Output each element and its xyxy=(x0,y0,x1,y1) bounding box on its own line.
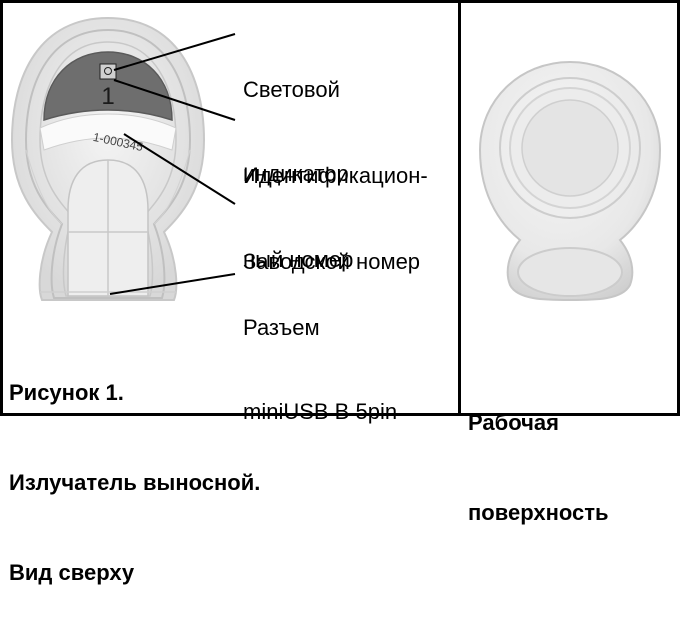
frame-border-left xyxy=(0,0,3,416)
callout-id-number-line2: ный номер xyxy=(243,247,354,272)
callout-light-indicator: Световой индикатор xyxy=(243,20,349,216)
working-surface-illustration xyxy=(478,60,662,301)
caption-left-line1: Рисунок 1. xyxy=(9,380,124,405)
frame-border-right xyxy=(677,0,680,416)
serial-label-band xyxy=(39,113,177,151)
callout-serial-number: Заводской номер xyxy=(243,192,420,304)
figure-frame xyxy=(0,0,680,416)
callout-connector: Разъем miniUSB B 5pin xyxy=(243,258,397,454)
caption-left-line3: Вид сверху xyxy=(9,560,135,585)
channel-number: 1 xyxy=(101,83,114,110)
callout-leader-lines xyxy=(109,33,236,295)
frame-border-bottom xyxy=(0,413,680,416)
display-window xyxy=(43,51,173,122)
lower-housing xyxy=(25,149,191,297)
light-indicator-icon xyxy=(99,63,117,80)
callout-light-indicator-line2: индикатор xyxy=(243,161,349,186)
callout-connector-line1: Разъем xyxy=(243,315,320,340)
caption-right-line1: Рабочая xyxy=(468,410,559,435)
callout-id-number-line1: Идентификацион- xyxy=(243,163,428,188)
callout-connector-line2: miniUSB B 5pin xyxy=(243,399,398,424)
caption-right-line2: поверхность xyxy=(468,500,609,525)
frame-divider xyxy=(458,0,461,416)
callout-light-indicator-line1: Световой xyxy=(243,77,340,102)
frame-border-top xyxy=(0,0,680,3)
callout-id-number: Идентификацион- ный номер xyxy=(243,106,428,302)
emitter-top-view-illustration: 1 1-000345 xyxy=(10,16,662,301)
callout-serial-number-line1: Заводской номер xyxy=(243,249,421,274)
figure-caption-left: Рисунок 1. Излучатель выносной. Вид свер… xyxy=(9,318,260,618)
caption-left-line2: Излучатель выносной. xyxy=(9,470,261,495)
figure-caption-right: Рабочая поверхность xyxy=(468,348,609,558)
